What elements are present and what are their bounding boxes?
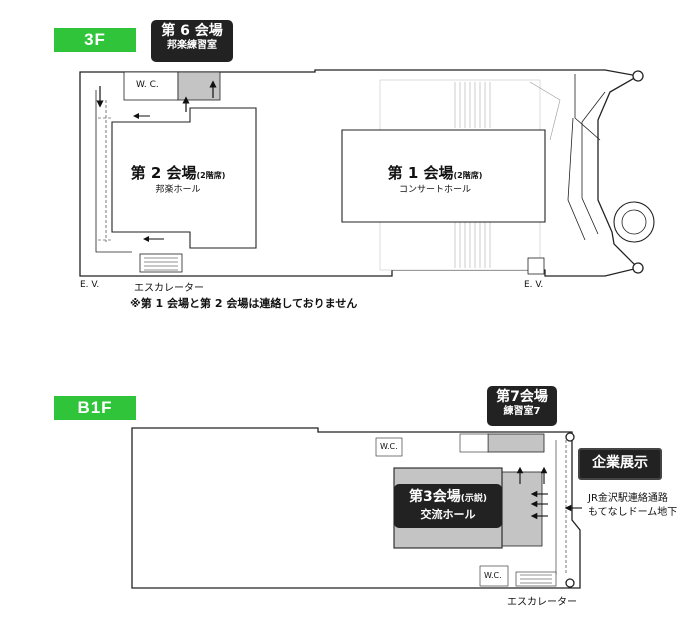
wc-label-3f: W. C. [136, 80, 159, 90]
wc-label-b1f-top: W.C. [380, 442, 398, 451]
venue-7-label: 第7会場 練習室7 [487, 386, 557, 426]
floor-b1f-outline [131, 427, 581, 589]
jr-passage-label: JR金沢駅連絡通路 もてなしドーム地下 [588, 492, 677, 520]
practice-room-6 [177, 71, 221, 101]
exhibition-label: 企業展示 [578, 448, 662, 480]
venue-2-title: 第 2 会場(2階席) [130, 164, 226, 182]
venue-6-label: 第 6 会場 邦楽練習室 [151, 20, 233, 62]
floor-b1f-plan [131, 427, 581, 589]
ev-label-left: E. V. [80, 280, 100, 290]
ev-label-right: E. V. [524, 280, 544, 290]
escalator-label-b1f: エスカレーター [507, 597, 577, 608]
wc-room-b1f-top [375, 437, 403, 457]
venue-1-subtitle: コンサートホール [398, 185, 471, 195]
venue-6-title: 第 6 会場 [161, 23, 223, 39]
venue-1-title: 第 1 会場(2階席) [387, 164, 483, 182]
venue-7-title: 第7会場 [496, 389, 548, 405]
wc-label-b1f-bottom: W.C. [484, 571, 502, 580]
venue-1-label: 第 1 会場(2階席) コンサートホール [370, 164, 500, 196]
jr-passage-line2: もてなしドーム地下 [588, 507, 678, 518]
floor-tag-3f: 3F [54, 28, 136, 52]
venue-1-note: (2階席) [453, 171, 483, 180]
venue-2-subtitle: 邦楽ホール [155, 185, 201, 195]
exhibition-area [501, 471, 543, 547]
venue-3-subtitle: 交流ホール [420, 508, 476, 521]
floor-tag-b1f: B1F [54, 396, 136, 420]
venue-6-subtitle: 邦楽練習室 [167, 40, 217, 51]
jr-passage-line1: JR金沢駅連絡通路 [588, 493, 668, 504]
venue-3-title: 第3会場(示説) [409, 489, 487, 505]
venue-2-note: (2階席) [196, 171, 226, 180]
exhibition-title: 企業展示 [592, 455, 648, 471]
hall-1-outline [341, 129, 546, 223]
escalator-label-3f: エスカレーター [134, 283, 204, 294]
venue-2-label: 第 2 会場(2階席) 邦楽ホール [118, 164, 238, 196]
wc-room-b1f-bottom [479, 565, 509, 587]
venue-3-note: (示説) [460, 494, 487, 504]
hall-2-outline [111, 107, 257, 249]
footnote-3f: ※第 1 会場と第 2 会場は連絡しておりません [130, 297, 358, 310]
floor-3f-outline [79, 69, 640, 277]
escalator-3f [139, 253, 183, 273]
floor-3f-plan [79, 69, 655, 277]
venue-7-subtitle: 練習室7 [503, 406, 541, 417]
practice-room-7 [487, 433, 545, 453]
venue-3-label: 第3会場(示説) 交流ホール [394, 484, 502, 528]
hall-1-seating [379, 79, 541, 271]
